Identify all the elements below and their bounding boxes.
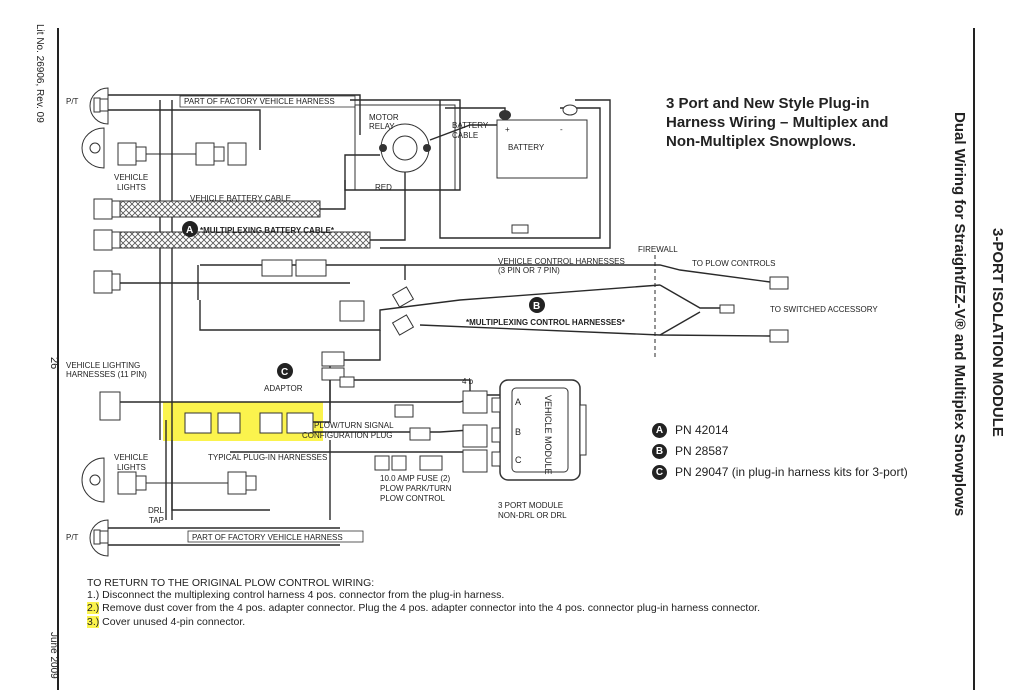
part-number-b: B PN 28587: [652, 441, 908, 462]
vehicle-lighting-l1: VEHICLE LIGHTING: [66, 361, 140, 370]
instruction-step-1: 1.) Disconnect the multiplexing control …: [87, 589, 504, 601]
headlight-top2-icon: [81, 127, 105, 169]
part-number-a: A PN 42014: [652, 420, 908, 441]
title-line-3: Non-Multiplex Snowplows.: [666, 133, 856, 150]
drl-tap-l2: TAP: [149, 516, 164, 525]
drl-tap-l1: DRL: [148, 506, 165, 515]
adaptor-label: ADAPTOR: [264, 384, 303, 393]
part-number-c: C PN 29047 (in plug-in harness kits for …: [652, 462, 908, 483]
instructions-heading: TO RETURN TO THE ORIGINAL PLOW CONTROL W…: [87, 577, 375, 589]
part-number-b-text: PN 28587: [675, 444, 729, 458]
callout-a-badge: A: [652, 423, 667, 438]
vehicle-battery-cable: [119, 200, 321, 218]
callout-b-icon: B: [529, 297, 545, 313]
light-connectors-top: [117, 142, 247, 166]
battery-minus: -: [560, 125, 563, 134]
fuse-l1: 10.0 AMP FUSE (2): [380, 474, 450, 483]
title-line-2: Harness Wiring – Multiplex and: [666, 114, 889, 131]
svg-text:B: B: [533, 301, 540, 312]
right-margin-rule: [973, 28, 975, 690]
battery-cable-plugs: [93, 198, 121, 294]
fuse-l3: PLOW CONTROL: [380, 494, 445, 503]
adaptor-connectors: [184, 351, 345, 434]
factory-harness-bottom-label: PART OF FACTORY VEHICLE HARNESS: [192, 533, 343, 542]
to-switched-accessory-label: TO SWITCHED ACCESSORY: [770, 305, 878, 314]
typical-plugin-label: TYPICAL PLUG-IN HARNESSES: [208, 453, 327, 462]
vch-l2: (3 PIN OR 7 PIN): [498, 266, 560, 275]
instruction-step-3: 3.) Cover unused 4-pin connector.: [87, 616, 245, 628]
callout-a-icon: A: [182, 221, 198, 237]
step-2-text: Remove dust cover from the 4 pos. adapte…: [99, 602, 760, 614]
vehicle-module-label: VEHICLE MODULE: [543, 395, 553, 475]
callout-c-icon: C: [277, 363, 293, 379]
battery-plus: +: [505, 125, 510, 134]
module-l2: NON-DRL OR DRL: [498, 511, 567, 520]
light-connectors-bottom: [117, 471, 257, 495]
vch-l1: VEHICLE CONTROL HARNESSES: [498, 257, 625, 266]
vehicle-lights-top-l2: LIGHTS: [117, 183, 146, 192]
callout-c-badge: C: [652, 465, 667, 480]
plowturn-l2: CONFIGURATION PLUG: [302, 431, 393, 440]
red-label: RED: [375, 183, 392, 192]
vehicle-battery-cable-label: VEHICLE BATTERY CABLE: [190, 194, 291, 203]
headlight-top-icon: [89, 87, 109, 125]
left-margin-rule: [57, 28, 59, 690]
svg-text:C: C: [281, 367, 288, 378]
motor-relay-l1: MOTOR: [369, 113, 399, 122]
vehicle-lights-bottom-l2: LIGHTS: [117, 463, 146, 472]
multiplexing-control-harnesses-label: *MULTIPLEXING CONTROL HARNESSES*: [466, 318, 626, 327]
battery-cable-l1: BATTERY: [452, 121, 489, 130]
callout-b-badge: B: [652, 444, 667, 459]
battery-cable-l2: CABLE: [452, 131, 478, 140]
headlight-bottom-icon: [81, 457, 105, 503]
plowturn-l1: PLOW/TURN SIGNAL: [314, 421, 394, 430]
factory-harness-top-label: PART OF FACTORY VEHICLE HARNESS: [184, 97, 335, 106]
control-connectors: [261, 259, 789, 343]
fuse-l2: PLOW PARK/TURN: [380, 484, 452, 493]
vehicle-lighting-l2: HARNESSES (11 PIN): [66, 370, 147, 379]
pt-bottom-label: P/T: [66, 533, 79, 542]
motor-relay-l2: RELAY: [369, 122, 395, 131]
multiplexing-battery-cable-label: *MULTIPLEXING BATTERY CABLE*: [200, 226, 335, 235]
diagram-title: 3 Port and New Style Plug-in Harness Wir…: [666, 94, 888, 151]
headlight-bottom2-icon: [89, 519, 109, 557]
part-number-a-text: PN 42014: [675, 423, 729, 437]
vehicle-lights-bottom-l1: VEHICLE: [114, 453, 148, 462]
pin-4b-label: 4 b: [462, 377, 474, 386]
port-b-label: B: [515, 427, 521, 437]
to-plow-controls-label: TO PLOW CONTROLS: [692, 259, 775, 268]
port-c-label: C: [515, 455, 522, 465]
battery-label: BATTERY: [508, 143, 545, 152]
motor-relay-icon: [354, 104, 456, 191]
step-3-number: 3.): [87, 616, 100, 628]
part-number-c-text: PN 29047 (in plug-in harness kits for 3-…: [675, 465, 908, 479]
svg-text:A: A: [186, 225, 193, 236]
battery-icon: [380, 99, 611, 249]
module-l1: 3 PORT MODULE: [498, 501, 563, 510]
port-a-label: A: [515, 397, 521, 407]
vehicle-lights-top-l1: VEHICLE: [114, 173, 148, 182]
module-connectors: [339, 376, 488, 473]
instruction-step-2: 2.) Remove dust cover from the 4 pos. ad…: [87, 602, 760, 614]
lighting-harness-plug: [99, 391, 121, 421]
vehicle-module-icon: [491, 379, 587, 481]
pt-top-label: P/T: [66, 97, 79, 106]
title-line-1: 3 Port and New Style Plug-in: [666, 95, 870, 112]
step-2-number: 2.): [87, 602, 100, 614]
step-1-number: 1.): [87, 589, 100, 601]
firewall-label: FIREWALL: [638, 245, 678, 254]
part-number-list: A PN 42014 B PN 28587 C PN 29047 (in plu…: [652, 420, 908, 483]
step-1-text: Disconnect the multiplexing control harn…: [99, 589, 505, 601]
step-3-text: Cover unused 4-pin connector.: [99, 616, 246, 628]
